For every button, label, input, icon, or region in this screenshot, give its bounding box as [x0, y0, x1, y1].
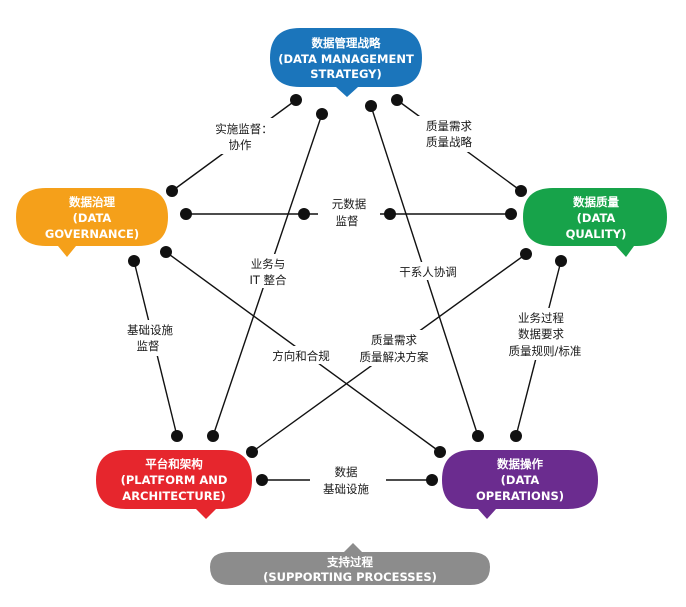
node-operations-en1: (DATA: [501, 473, 540, 487]
edge-label-line: 协作: [229, 138, 252, 152]
dot: [472, 430, 484, 442]
edge-label-line: 业务与: [251, 257, 286, 271]
dot: [207, 430, 219, 442]
connector-lines: [133, 99, 562, 481]
dot: [246, 446, 258, 458]
node-supporting-top-tab: [344, 543, 362, 552]
edge-label-line: 监督: [137, 339, 160, 353]
edge-label-strat-gov: 实施监督： 协作: [206, 118, 276, 154]
node-supporting-en: (SUPPORTING PROCESSES): [263, 570, 437, 584]
node-quality-bubble: [523, 188, 667, 257]
edge-label-line: 基础设施: [127, 323, 173, 337]
edge-label-plat-ops: 数据 基础设施: [310, 462, 386, 498]
node-platform: 平台和架构 (PLATFORM AND ARCHITECTURE): [96, 450, 252, 519]
node-governance: 数据治理 (DATA GOVERNANCE): [16, 188, 168, 257]
dot: [515, 185, 527, 197]
dot: [256, 474, 268, 486]
dot: [166, 185, 178, 197]
dot: [128, 255, 140, 267]
dot: [434, 446, 446, 458]
node-platform-en1: (PLATFORM AND: [121, 473, 228, 487]
edge-label-line: 质量规则/标准: [509, 344, 582, 358]
node-supporting: 支持过程 (SUPPORTING PROCESSES): [210, 543, 490, 585]
dot: [298, 208, 310, 220]
dot: [160, 246, 172, 258]
dot: [510, 430, 522, 442]
edge-label-line: 干系人协调: [399, 265, 457, 279]
node-governance-bubble: [16, 188, 168, 257]
dot: [290, 94, 302, 106]
node-strategy-en2: STRATEGY): [310, 67, 381, 81]
node-operations: 数据操作 (DATA OPERATIONS): [442, 450, 598, 519]
node-operations-bubble: [442, 450, 598, 519]
dot: [180, 208, 192, 220]
dot: [391, 94, 403, 106]
node-governance-en1: (DATA: [73, 211, 112, 225]
dot: [171, 430, 183, 442]
dot: [316, 108, 328, 120]
node-platform-en2: ARCHITECTURE): [122, 489, 225, 503]
edge-label-line: 方向和合规: [272, 349, 330, 363]
connector-dots: [128, 94, 567, 486]
dot: [505, 208, 517, 220]
node-supporting-title: 支持过程: [326, 555, 373, 569]
edge-label-line: 元数据: [332, 197, 367, 211]
edge-label-line: 质量战略: [426, 135, 472, 149]
node-operations-title: 数据操作: [497, 457, 543, 471]
edge-label-gov-plat: 基础设施 监督: [118, 320, 184, 356]
edge-label-strat-plat: 业务与 IT 整合: [240, 254, 296, 288]
edge-label-line: 数据: [335, 465, 358, 479]
node-operations-en2: OPERATIONS): [476, 489, 564, 503]
dot: [426, 474, 438, 486]
edge-label-line: 监督: [336, 214, 359, 228]
node-strategy-title: 数据管理战略: [312, 36, 381, 50]
edge-label-line: 质量需求: [371, 333, 417, 347]
node-platform-bubble: [96, 450, 252, 519]
edge-label-qual-ops: 业务过程 数据要求 质量规则/标准: [494, 308, 596, 360]
node-quality-en2: QUALITY): [566, 227, 627, 241]
dot: [365, 100, 377, 112]
dot: [520, 248, 532, 260]
edge-label-line: 实施监督：: [215, 122, 273, 136]
edge-label-gov-qual: 元数据 监督: [318, 192, 380, 228]
node-supporting-bubble: [210, 552, 490, 585]
edge-label-qual-plat: 质量需求 质量解决方案: [352, 330, 438, 366]
dot: [384, 208, 396, 220]
node-quality: 数据质量 (DATA QUALITY): [523, 188, 667, 257]
edge-label-strat-ops: 干系人协调: [390, 262, 466, 280]
edge-label-gov-ops: 方向和合规: [262, 346, 342, 364]
node-governance-title: 数据治理: [69, 195, 115, 209]
edge-label-strat-qual: 质量需求 质量战略: [416, 116, 482, 152]
edge-label-line: 业务过程: [518, 311, 564, 325]
edge-label-line: 质量解决方案: [360, 350, 429, 364]
node-governance-en2: GOVERNANCE): [45, 227, 139, 241]
edge-label-line: 基础设施: [323, 482, 369, 496]
node-strategy-en1: (DATA MANAGEMENT: [278, 52, 414, 66]
edge-label-line: 质量需求: [426, 119, 472, 133]
node-strategy: 数据管理战略 (DATA MANAGEMENT STRATEGY): [270, 28, 422, 97]
edge-label-line: 数据要求: [518, 327, 564, 341]
dot: [555, 255, 567, 267]
node-quality-en1: (DATA: [577, 211, 616, 225]
node-quality-title: 数据质量: [573, 195, 619, 209]
edge-label-line: IT 整合: [249, 273, 287, 287]
node-platform-title: 平台和架构: [145, 457, 203, 471]
node-strategy-bubble: [270, 28, 422, 97]
